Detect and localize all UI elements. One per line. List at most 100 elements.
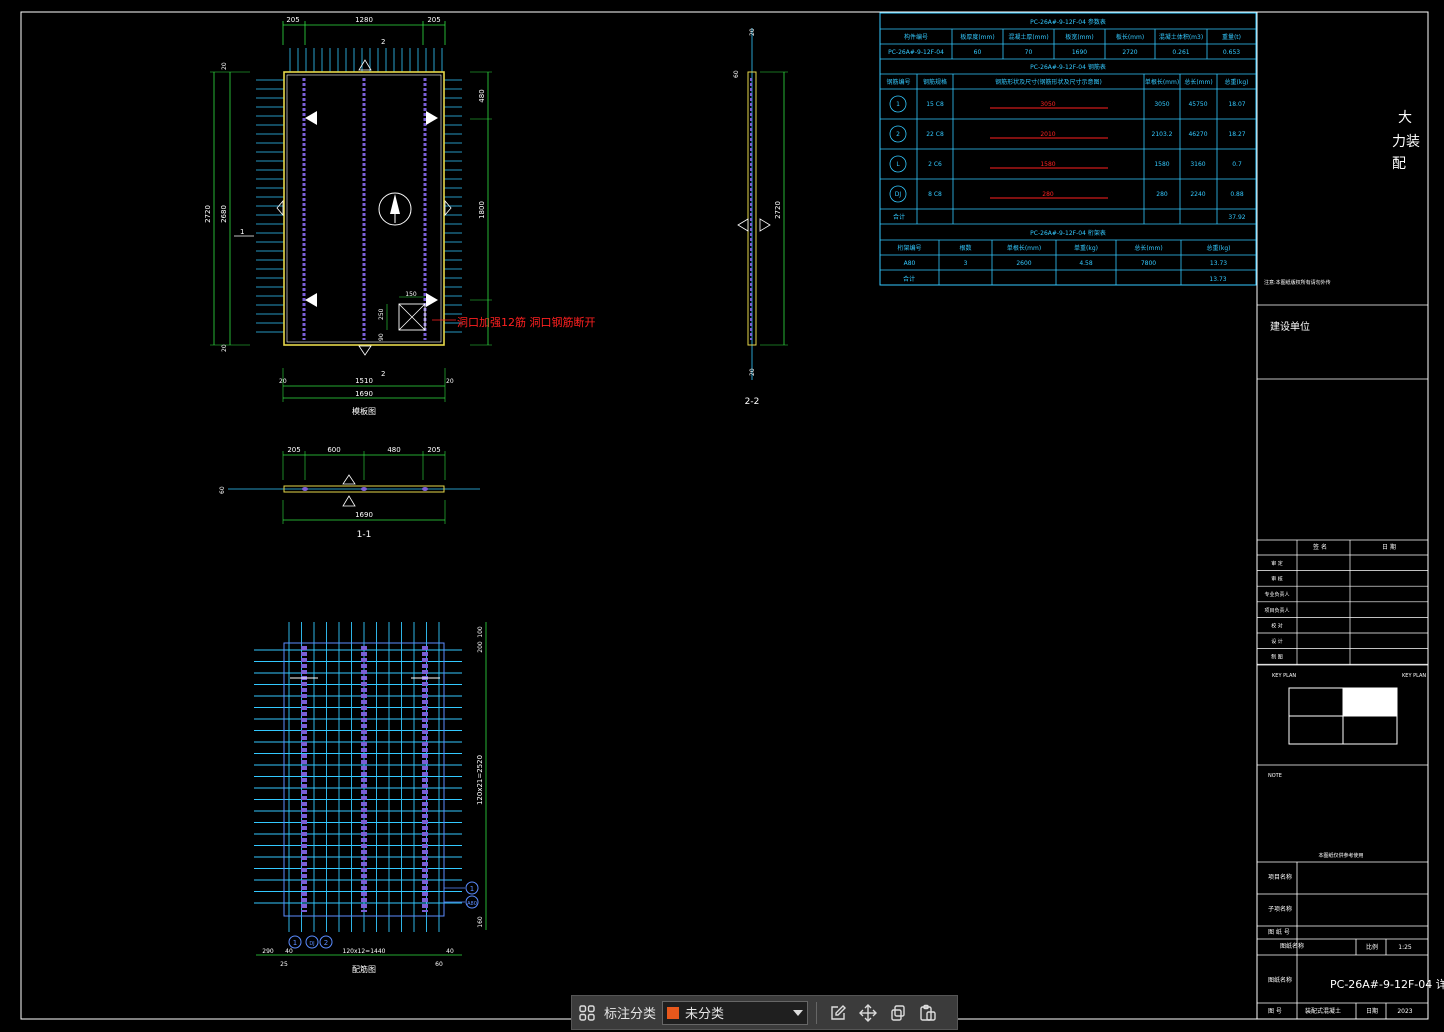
issue-label: 图 号 xyxy=(1268,1008,1282,1015)
table3-header: 总重(kg) xyxy=(1207,244,1231,252)
table1-header: 板长(mm) xyxy=(1116,33,1144,41)
table3-total-weight: 13.73 xyxy=(1209,276,1226,283)
title-block[interactable]: 大 力装 配 注意:本图纸版权所有请勿外传 建设单位 签 名 日 期 审 定审 … xyxy=(1256,12,1444,1019)
opening-width: 150 xyxy=(405,291,417,298)
table1-header: 板宽(mm) xyxy=(1065,33,1093,41)
table2-header: 钢筋编号 xyxy=(886,78,910,86)
table1-cell: 60 xyxy=(974,49,982,56)
copy-icon[interactable] xyxy=(883,998,913,1028)
category-select[interactable]: 未分类 xyxy=(662,1000,809,1025)
table1-cell: 1690 xyxy=(1072,49,1087,56)
plan-caption: 模板图 xyxy=(352,406,376,416)
table2-rebar-id: DJ xyxy=(895,191,902,198)
rebar-id-circle xyxy=(889,95,907,113)
edit-icon[interactable] xyxy=(823,998,853,1028)
plan-dim-bottom-inner: 1510 xyxy=(355,377,373,385)
table2-total-label: 合计 xyxy=(893,213,905,221)
s11-dim-3: 480 xyxy=(387,446,400,454)
table1-header: 构件编号 xyxy=(904,33,928,41)
table2-title: PC-26A#-9-12F-04 钢筋表 xyxy=(1030,63,1106,71)
table3-cell: 4.58 xyxy=(1079,260,1093,267)
table3-cell: 2600 xyxy=(1016,260,1031,267)
sign-row-label: 设 计 xyxy=(1271,638,1283,645)
table2-rebar-shape: 280 xyxy=(1042,191,1054,198)
table1-cell: 70 xyxy=(1025,49,1033,56)
opening-note: 洞口加强12筋 洞口钢筋断开 xyxy=(457,315,596,329)
move-icon[interactable] xyxy=(853,998,883,1028)
paste-icon[interactable] xyxy=(913,998,943,1028)
section-1-1[interactable]: 205 600 480 205 60 1690 1-1 xyxy=(219,446,480,540)
table2-rebar-total: 45750 xyxy=(1188,101,1207,108)
lift-point-icon xyxy=(305,293,317,307)
plan-dim-top-3: 205 xyxy=(427,16,440,24)
notice-text: 注意:本图纸版权所有请勿外传 xyxy=(1264,279,1331,286)
rebar-dim-right-1: 100 xyxy=(477,626,484,638)
plan-dim-bottom-left-edge: 20 xyxy=(279,378,287,385)
s11-dim-2: 600 xyxy=(327,446,340,454)
company-line-3: 配 xyxy=(1392,156,1406,172)
table2-rebar-len: 3050 xyxy=(1154,101,1169,108)
project-name-label: 项目名称 xyxy=(1268,873,1292,881)
table1-cell: 0.261 xyxy=(1172,49,1189,56)
toolbar-divider xyxy=(816,1001,818,1024)
lift-point-icon xyxy=(426,293,438,307)
table2-rebar-total: 3160 xyxy=(1190,161,1205,168)
note-text: 本图纸仅供参考使用 xyxy=(1318,852,1363,859)
plan-dim-bottom-right-edge: 20 xyxy=(446,378,454,385)
plan-dim-right-2: 1800 xyxy=(478,201,486,219)
rebar-plan[interactable]: 100 200 120x21=2520 160 1 A80 1 DJ 2 290… xyxy=(254,622,487,974)
plan-section-mark-bottom: 2 xyxy=(381,370,385,378)
drawing-title-label: 图纸名称 xyxy=(1268,976,1292,984)
rebar-dim-bottom-3: 120x12=1440 xyxy=(343,948,386,955)
table2-rebar-len: 1580 xyxy=(1154,161,1169,168)
sub-project-label: 子项名称 xyxy=(1268,905,1292,913)
chevron-down-icon xyxy=(793,1009,804,1016)
table1-header: 重量(t) xyxy=(1222,33,1241,41)
rebar-id-circle xyxy=(889,185,907,203)
table2-rebar-weight: 18.27 xyxy=(1228,131,1245,138)
plan-view[interactable]: 205 1280 205 2 xyxy=(204,16,596,416)
s22-height: 2720 xyxy=(774,201,782,219)
table2-rebar-weight: 0.7 xyxy=(1232,161,1242,168)
sign-row-label: 制 图 xyxy=(1271,654,1283,661)
table1-cell: 0.653 xyxy=(1223,49,1240,56)
sign-row-label: 专业负责人 xyxy=(1264,591,1289,598)
rebar-dim-bottom-1: 290 xyxy=(262,948,274,955)
rebar-dim-right-4: 160 xyxy=(477,916,484,928)
rebar-tag-bottom-1 xyxy=(288,935,302,949)
design-unit: 建设单位 xyxy=(1270,320,1310,333)
table2-total-weight: 37.92 xyxy=(1228,214,1245,221)
svg-text:1: 1 xyxy=(470,885,474,893)
scale-value: 1:25 xyxy=(1398,944,1412,951)
grid-icon[interactable] xyxy=(572,998,602,1028)
table3-cell: A80 xyxy=(904,260,916,267)
rebar-tag-bottom-2 xyxy=(319,935,333,949)
tables[interactable]: PC-26A#-9-12F-04 参数表 构件编号板厚度(mm)混凝土厚(mm)… xyxy=(879,12,1257,286)
rebar-edge-1: 25 xyxy=(280,961,288,968)
table2-rebar-spec: 15 C8 xyxy=(926,101,944,108)
issue-value: 装配式混凝土 xyxy=(1305,1007,1341,1015)
annotation-toolbar: 标注分类 未分类 xyxy=(571,995,958,1030)
s11-slab xyxy=(283,485,445,493)
plan-dim-left-top: 20 xyxy=(221,62,228,70)
rebar-tag-1 xyxy=(465,881,479,895)
rebar-id-circle xyxy=(889,125,907,143)
section-2-2[interactable]: 2720 20 60 20 2-2 xyxy=(733,28,788,407)
s11-thickness: 60 xyxy=(219,486,226,494)
sign-row-label: 审 定 xyxy=(1271,560,1283,567)
table2-rebar-len: 280 xyxy=(1156,191,1168,198)
table2-header: 钢筋形状及尺寸(钢筋形状及尺寸示意图) xyxy=(995,78,1102,86)
plan-section-mark-left: 1 xyxy=(240,228,244,236)
svg-text:2: 2 xyxy=(324,939,328,947)
table2-rebar-weight: 0.88 xyxy=(1230,191,1244,198)
table2-rebar-len: 2103.2 xyxy=(1152,131,1173,138)
table3-header: 桁架编号 xyxy=(897,244,921,252)
table1-header: 混凝土厚(mm) xyxy=(1008,33,1048,41)
category-value: 未分类 xyxy=(685,1006,725,1021)
table1-header: 板厚度(mm) xyxy=(960,33,994,41)
plan-dim-right-1: 480 xyxy=(478,89,486,102)
sign-row-label: 审 核 xyxy=(1271,576,1283,583)
rebar-dim-bottom-2: 40 xyxy=(285,948,293,955)
svg-text:DJ: DJ xyxy=(309,941,314,947)
